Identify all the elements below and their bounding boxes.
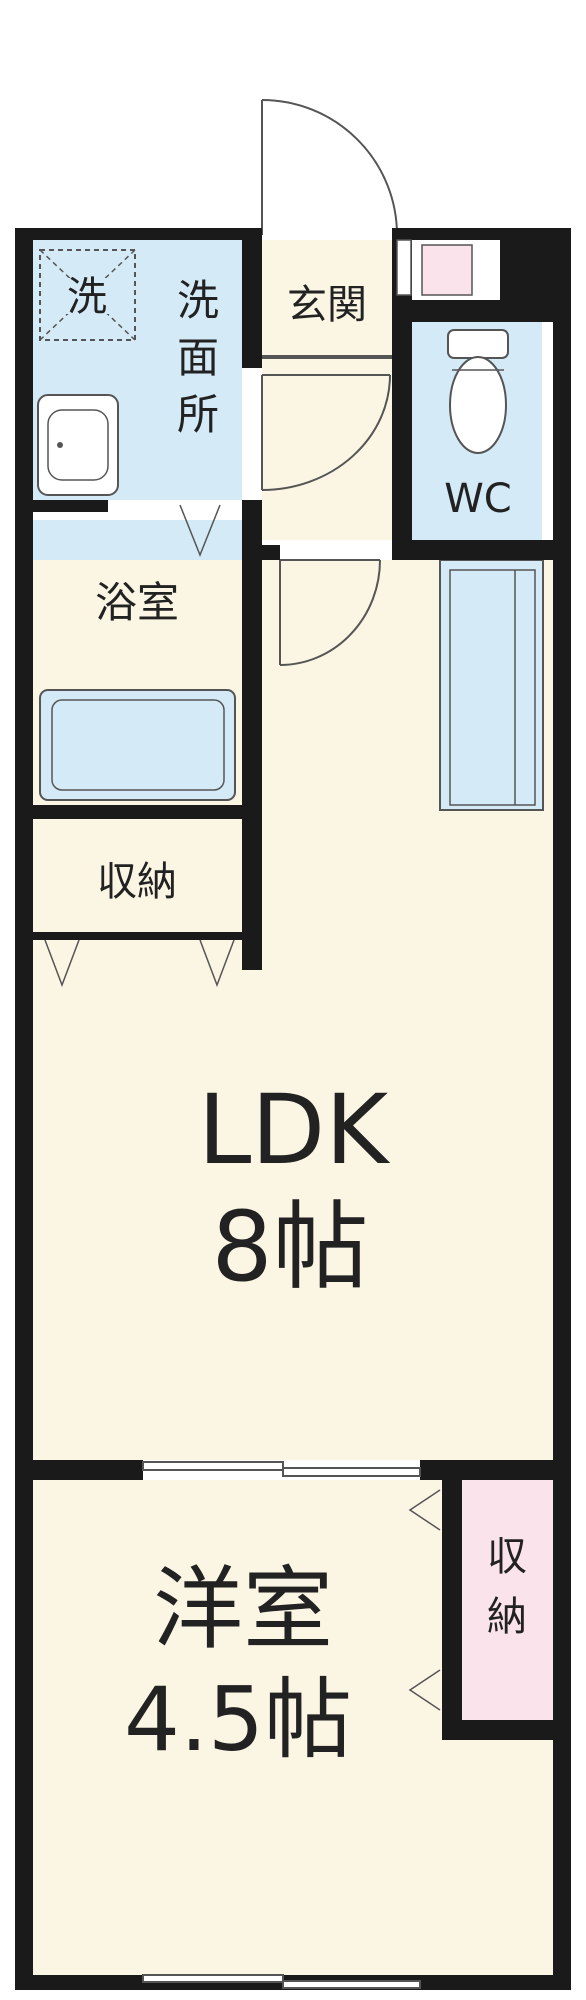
ldk-name-label: LDK	[198, 1074, 390, 1186]
entrance-label: 玄関	[287, 282, 367, 328]
sliding-door-ldk	[142, 1461, 421, 1477]
kitchen-counter	[439, 559, 544, 811]
washroom-label-3: 所	[177, 390, 219, 439]
storage-door-marks	[44, 939, 235, 988]
storage-right-label-1: 収	[487, 1534, 527, 1580]
washroom-door-mark	[179, 504, 221, 558]
storage-right-label-2: 納	[487, 1594, 527, 1640]
walls	[15, 228, 571, 1990]
washroom-door-swing	[261, 374, 391, 491]
ldk-door-swing	[279, 559, 381, 666]
western-name-label: 洋室	[153, 1557, 333, 1662]
entry-door-swing	[261, 99, 398, 236]
wc-label: WC	[444, 476, 511, 522]
washroom-label-2: 面	[177, 333, 219, 382]
bath-label: 浴室	[95, 578, 179, 627]
bathtub-icon	[39, 689, 236, 801]
storage-right-area	[462, 1480, 553, 1720]
western-size-label: 4.5帖	[124, 1668, 352, 1771]
washbasin-icon	[37, 394, 119, 496]
door-jamb	[396, 239, 412, 296]
washroom-label-1: 洗	[177, 276, 219, 325]
meter-box	[421, 244, 473, 296]
storage-left-label: 収納	[97, 859, 177, 905]
ldk-size-label: 8帖	[211, 1191, 368, 1303]
washer-label: 洗	[67, 274, 107, 320]
toilet-icon	[447, 329, 509, 454]
closet-door-marks	[408, 1489, 441, 1711]
washer-icon	[39, 249, 136, 341]
window-bottom	[142, 1974, 421, 1989]
entrance-area	[262, 240, 392, 540]
